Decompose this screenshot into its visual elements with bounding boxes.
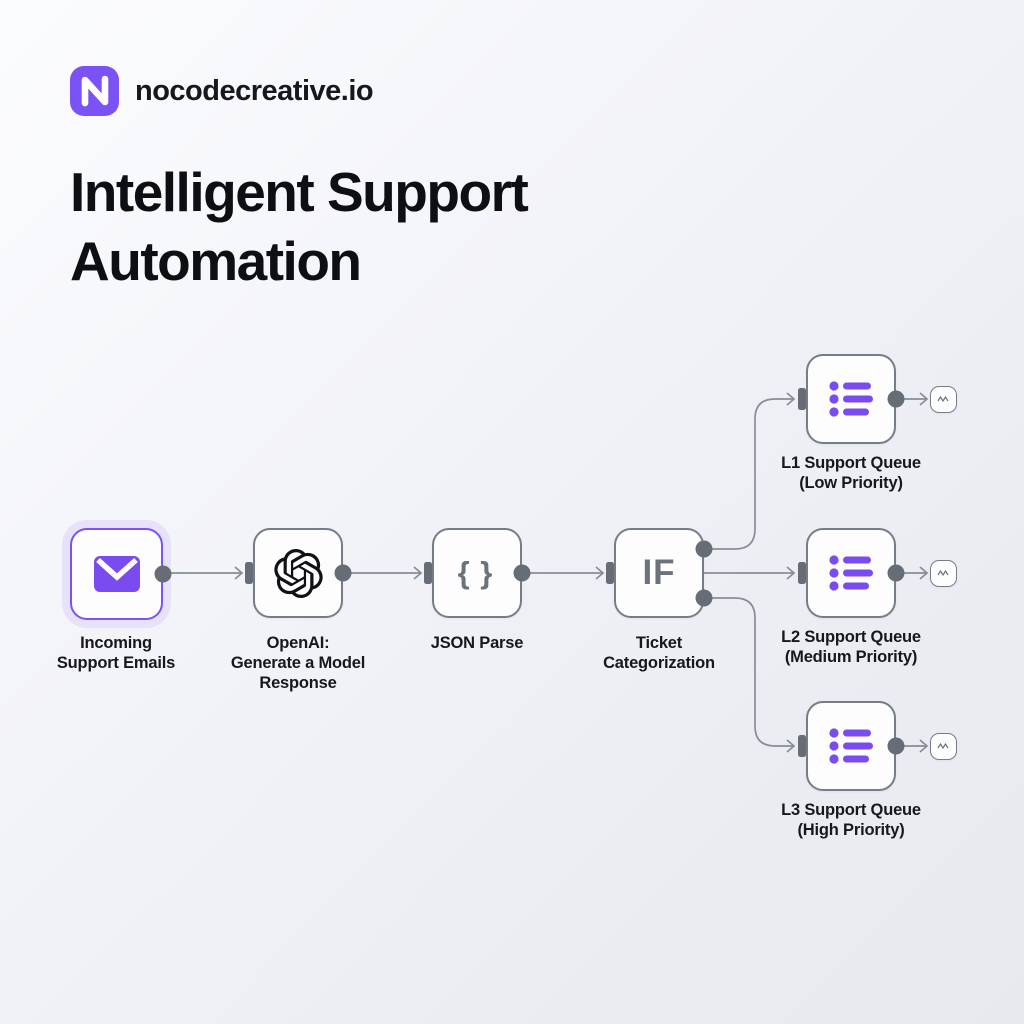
input-port [798, 388, 806, 410]
squiggle-icon [937, 742, 949, 750]
input-port [245, 562, 253, 584]
arrowhead-icon [919, 739, 929, 753]
node-l1-support-queue[interactable] [806, 354, 896, 444]
bullet-list-icon [829, 555, 873, 591]
node-json-parse[interactable]: { } [432, 528, 522, 618]
input-port [424, 562, 432, 584]
arrowhead-icon [595, 566, 605, 580]
page-title: Intelligent Support Automation [70, 161, 529, 293]
node-ticket-categorization-if[interactable]: IF [614, 528, 704, 618]
envelope-icon [93, 556, 140, 592]
nocodecreative-logo-icon [70, 66, 119, 116]
arrowhead-icon [234, 566, 244, 580]
node-label-openai: OpenAI: Generate a Model Response [230, 634, 366, 693]
node-label-l1-support-queue: L1 Support Queue (Low Priority) [781, 454, 921, 493]
bullet-list-icon [829, 381, 873, 417]
squiggle-icon [937, 395, 949, 403]
arrowhead-icon [786, 739, 796, 753]
node-label-l2-support-queue: L2 Support Queue (Medium Priority) [781, 628, 921, 667]
brand-name: nocodecreative.io [135, 74, 374, 107]
mini-node-l3-next-step[interactable] [930, 732, 957, 760]
if-text: IF [642, 553, 676, 592]
node-label-incoming-support-emails: Incoming Support Emails [56, 634, 176, 673]
node-label-ticket-categorization: Ticket Categorization [603, 634, 715, 673]
input-port [606, 562, 614, 584]
input-port [798, 562, 806, 584]
node-openai[interactable] [253, 528, 343, 618]
openai-icon [273, 548, 323, 598]
curly-braces-icon: { } [457, 555, 497, 590]
input-port [798, 735, 806, 757]
node-l2-support-queue[interactable] [806, 528, 896, 618]
logo-n-glyph [81, 75, 108, 107]
bullet-list-icon [829, 728, 873, 764]
arrowhead-icon [413, 566, 423, 580]
arrowhead-icon [786, 392, 796, 406]
arrowhead-icon [786, 566, 796, 580]
node-l3-support-queue[interactable] [806, 701, 896, 791]
arrowhead-icon [919, 566, 929, 580]
arrowhead-icon [919, 392, 929, 406]
mini-node-l2-next-step[interactable] [930, 559, 957, 587]
squiggle-icon [937, 569, 949, 577]
node-label-json-parse: JSON Parse [430, 634, 524, 652]
mini-node-l1-next-step[interactable] [930, 385, 957, 413]
node-incoming-support-emails[interactable] [70, 528, 163, 620]
brand-header: nocodecreative.io [70, 66, 374, 116]
node-label-l3-support-queue: L3 Support Queue (High Priority) [781, 801, 921, 840]
